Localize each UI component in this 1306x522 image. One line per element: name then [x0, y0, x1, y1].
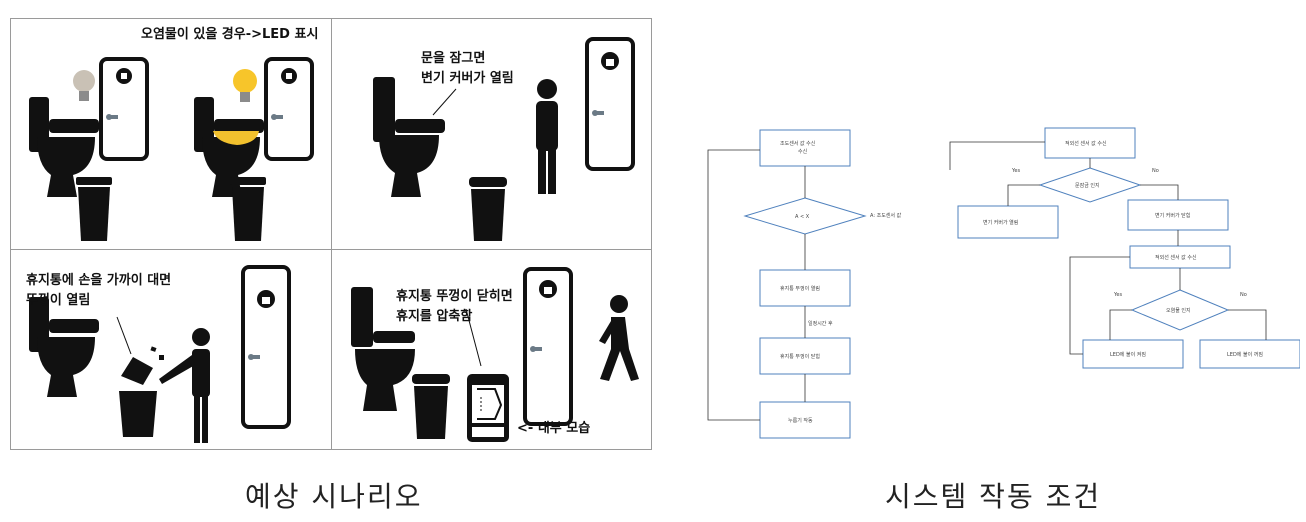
panel2-note: 문을 잠그면 변기 커버가 열림	[421, 51, 514, 86]
flow-right-decision2	[1130, 289, 1230, 331]
panel4-note: 휴지통 뚜껑이 닫히면 휴지를 압축함	[396, 289, 513, 324]
grid-divider-vertical	[331, 19, 332, 449]
pointer-arrow-2	[432, 88, 457, 116]
flow-right-decision1	[1038, 167, 1142, 203]
flow-left-decision-text: A < X	[795, 214, 810, 220]
toilet-open-cover-icon	[373, 77, 445, 197]
flow-left-box1-sub: 수신	[798, 148, 808, 155]
trash-bin-compress-icon	[467, 374, 509, 442]
trash-bin-open-icon	[119, 346, 164, 437]
flow-left-box3	[759, 337, 851, 375]
lightbulb-icon-on	[233, 69, 257, 102]
door-icon-2	[264, 57, 314, 161]
trash-bin-icon-1	[76, 177, 112, 241]
flow-left-box4-text: 누름기 작동	[788, 417, 813, 424]
caption-scenario: 예상 시나리오	[245, 480, 423, 513]
flow-connectors	[707, 141, 1267, 421]
flow-right-decision1-text: 문잠금 인지	[1075, 182, 1100, 189]
panel3-note: 휴지통에 손을 가까이 대면 뚜껑이 열림	[26, 273, 172, 308]
flow-right-box1	[1044, 127, 1136, 159]
door-icon-1	[99, 57, 149, 161]
flow-right-yes1: Yes	[1011, 168, 1020, 174]
toilet-icon-3	[29, 297, 99, 397]
trash-bin-icon-3	[469, 177, 507, 241]
toilet-icon-1	[29, 97, 99, 197]
flow-right-box2-text: 적외선 센서 값 수신	[1155, 254, 1197, 261]
flow-right-box-no2	[1199, 339, 1300, 369]
flow-right-box-no1-text: 변기 커버가 닫힘	[1155, 212, 1190, 219]
person-walking-icon	[599, 295, 639, 381]
flow-left-box3-text: 휴지통 뚜껑이 닫힘	[780, 353, 820, 360]
trash-bin-icon-2	[230, 177, 266, 241]
toilet-icon-2	[194, 97, 264, 197]
pointer-arrow-3	[116, 316, 132, 355]
flow-right-box-yes2	[1082, 339, 1184, 369]
flow-right-box1-text: 적외선 센서 값 수신	[1065, 140, 1107, 147]
flow-right-decision2-text: 오염물 인지	[1166, 307, 1191, 314]
flow-right-box-yes1	[957, 205, 1059, 239]
person-standing-icon	[536, 79, 558, 194]
panel4-inner-note: <- 내부 모습	[517, 421, 591, 436]
door-locked-icon-4	[523, 267, 573, 426]
flow-left-edge-label: 일정시간 후	[808, 320, 833, 327]
scenario-grid: 오염물이 있을 경우->LED 표시 문을 잠그면 변기 커버가 열림 휴지통에…	[10, 18, 652, 450]
flow-right-no2: No	[1240, 292, 1247, 298]
person-reaching-icon	[159, 328, 210, 443]
lightbulb-icon-off	[73, 70, 95, 101]
flow-left-box1-text: 조도센서 값 수신	[780, 140, 816, 147]
pointer-arrow-4	[465, 308, 482, 367]
caption-system: 시스템 작동 조건	[885, 480, 1102, 513]
grid-divider-horizontal	[11, 249, 651, 250]
flow-right-yes2: Yes	[1113, 292, 1122, 298]
flow-right-box-yes2-text: LED에 불이 켜짐	[1110, 351, 1146, 358]
trash-bin-closed-icon	[412, 374, 450, 439]
flow-right-box-no1	[1127, 199, 1229, 231]
door-locked-icon-3	[241, 265, 291, 429]
scenario-illustrations	[29, 37, 639, 443]
toilet-icon-4	[351, 287, 415, 411]
flowchart-area: 조도센서 값 수신 수신 A < X A: 조도센서 값 휴지통 뚜껑이 열림 …	[707, 127, 1300, 439]
flow-right-box-yes1-text: 변기 커버가 열림	[983, 219, 1018, 226]
flow-labels: 조도센서 값 수신 수신 A < X A: 조도센서 값 휴지통 뚜껑이 열림 …	[780, 140, 1263, 424]
flow-left-decision-side: A: 조도센서 값	[870, 212, 902, 219]
flow-right-no1: No	[1152, 168, 1159, 174]
panel1-note: 오염물이 있을 경우->LED 표시	[141, 27, 319, 42]
door-locked-icon-2	[585, 37, 635, 171]
flow-right-box-no2-text: LED에 불이 꺼짐	[1227, 351, 1263, 358]
flow-left-box1	[759, 129, 851, 167]
flow-left-box2-text: 휴지통 뚜껑이 열림	[780, 285, 820, 292]
